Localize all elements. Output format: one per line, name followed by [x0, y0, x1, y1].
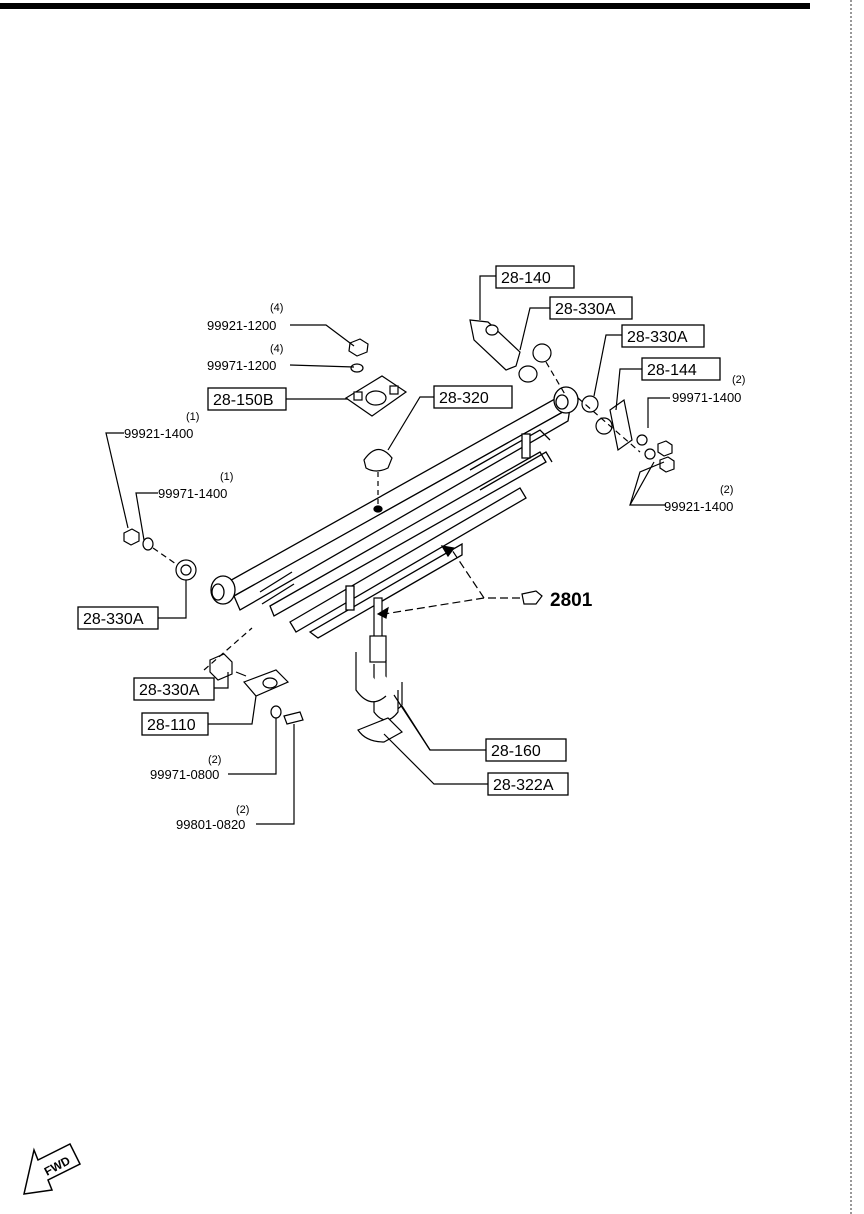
callout-28-110: 28-110 [141, 712, 209, 736]
fwd-arrow-icon [23, 1142, 82, 1195]
bush-right-icon [581, 395, 599, 413]
reference-group-number: 2801 [550, 590, 593, 611]
qty-99971-1400-right: (2) [732, 374, 745, 386]
part-99921-1400-left: 99921-1400 [124, 426, 193, 441]
callout-28-150B: 28-150B [207, 387, 287, 411]
leader-lines [105, 275, 670, 825]
label-28-320: 28-320 [439, 390, 489, 407]
washer-99971-0800-icon [270, 705, 282, 719]
callout-28-160: 28-160 [485, 738, 567, 762]
callout-28-140: 28-140 [495, 265, 575, 289]
label-28-150B: 28-150B [213, 392, 274, 409]
hardware-parts [123, 319, 675, 743]
part-99921-1200: 99921-1200 [207, 318, 276, 333]
nut-99921-1200-icon [348, 338, 369, 357]
hand-pointer-icon [521, 590, 543, 605]
top-border-rule [0, 3, 810, 9]
reference-2801: 2801 [521, 590, 593, 611]
rear-shackle-icon [609, 398, 633, 452]
qty-99921-1400-right: (2) [720, 484, 733, 496]
qty-99801-0820: (2) [236, 804, 249, 816]
bump-plate-icon [357, 717, 403, 743]
washer-99971-1400-left-icon [142, 537, 154, 551]
label-28-330A-right: 28-330A [627, 329, 688, 346]
part-99921-1400-right: 99921-1400 [664, 499, 733, 514]
callout-28-330A-lower: 28-330A [133, 677, 215, 701]
callout-28-320: 28-320 [433, 385, 513, 409]
washer-99971-1200-icon [350, 363, 364, 373]
bush-upper-right-icon [532, 343, 552, 363]
label-28-330A-top: 28-330A [555, 301, 616, 318]
label-28-330A-lower: 28-330A [139, 682, 200, 699]
qty-99971-1400-left: (1) [220, 471, 233, 483]
part-99971-1400-left: 99971-1400 [158, 486, 227, 501]
fwd-direction-indicator: FWD [23, 1142, 82, 1195]
washer-99971-1400-right-icon [636, 434, 648, 446]
qty-99971-1200: (4) [270, 343, 283, 355]
label-28-330A-left: 28-330A [83, 611, 144, 628]
hanger-bracket-icon [469, 319, 521, 371]
callout-28-322A: 28-322A [487, 772, 569, 796]
part-99971-1400-right: 99971-1400 [672, 390, 741, 405]
bush-lower-icon [209, 653, 233, 681]
callout-28-144: 28-144 [641, 357, 721, 381]
qty-99921-1200: (4) [270, 302, 283, 314]
callout-28-330A-right: 28-330A [621, 324, 705, 348]
bump-stopper-icon [363, 448, 393, 472]
callout-28-330A-top: 28-330A [549, 296, 633, 320]
qty-99971-0800: (2) [208, 754, 221, 766]
label-28-322A: 28-322A [493, 777, 554, 794]
qty-99921-1400-left: (1) [186, 411, 199, 423]
part-99971-1200: 99971-1200 [207, 358, 276, 373]
label-28-110: 28-110 [147, 717, 196, 734]
callout-28-330A-left: 28-330A [77, 606, 159, 630]
leaf-spring [210, 386, 579, 639]
center-bolt-icon [373, 597, 383, 639]
bolt-99801-0820-icon [283, 711, 304, 725]
nut-99921-1400-left-icon [123, 528, 140, 546]
part-99801-0820: 99801-0820 [176, 817, 245, 832]
nut-99921-1400-right-icon [657, 440, 673, 457]
label-28-144: 28-144 [647, 362, 697, 379]
part-99971-0800: 99971-0800 [150, 767, 219, 782]
label-28-140: 28-140 [501, 270, 551, 287]
label-28-160: 28-160 [491, 743, 541, 760]
